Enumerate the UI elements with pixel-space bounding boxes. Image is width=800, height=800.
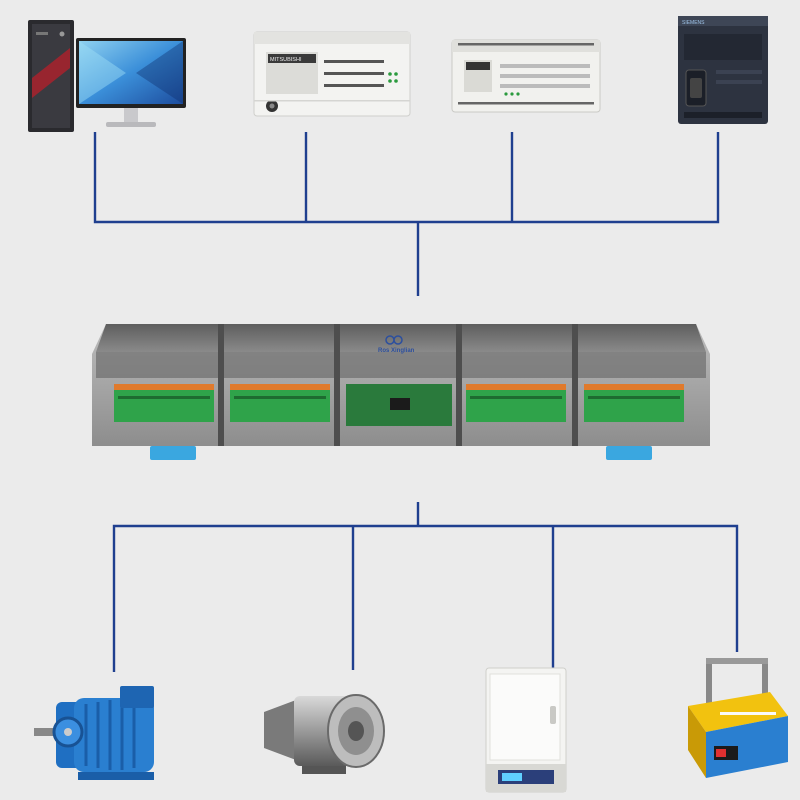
- industrial-fan-blower-icon: [262, 686, 386, 778]
- plc-mitsubishi-icon: MITSUBISHI: [252, 30, 412, 118]
- drying-oven-cabinet-icon: [484, 666, 568, 794]
- plc-compact-icon: [450, 38, 602, 114]
- bottom-bus: [112, 502, 739, 676]
- plc-siemens-brand: SIEMENS: [682, 20, 705, 26]
- plc-mitsubishi-brand: MITSUBISHI: [270, 57, 302, 63]
- terminal-block-2: [230, 384, 330, 422]
- center-board: [346, 384, 452, 426]
- plc-siemens-icon: SIEMENS: [676, 14, 770, 126]
- terminal-block-1: [114, 384, 214, 422]
- desktop-pc-monitor-icon: [26, 18, 188, 136]
- bottom-bus-outer-line: [112, 524, 739, 672]
- module-logo-text: Ros Xinglian: [378, 348, 415, 354]
- electric-motor-icon: [34, 680, 176, 784]
- relay-terminal-module-icon: Ros Xinglian: [90, 318, 712, 470]
- terminal-block-3: [466, 384, 566, 422]
- cutting-machine-icon: [680, 654, 790, 786]
- top-bus: [93, 132, 720, 296]
- terminal-block-4: [584, 384, 684, 422]
- top-bus-outer-line: [93, 132, 720, 224]
